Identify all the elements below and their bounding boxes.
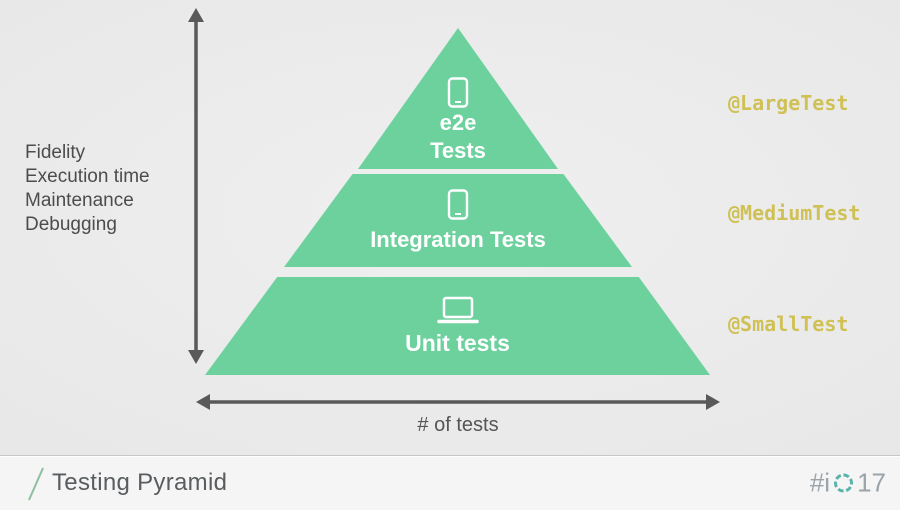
- annotation-medium-test: @MediumTest: [728, 201, 861, 225]
- test-count-axis-arrow: [196, 394, 720, 410]
- tier-label-line: Integration Tests: [370, 226, 546, 252]
- logo-prefix: #i: [809, 467, 831, 498]
- smartphone-icon: [447, 77, 469, 108]
- laptop-icon: [435, 296, 481, 325]
- fidelity-axis-arrow: [188, 8, 204, 364]
- pyramid-tier-integration: Integration Tests: [284, 174, 632, 267]
- axis-label-fidelity: Fidelity: [25, 142, 86, 163]
- logo-suffix: 17: [857, 467, 886, 498]
- io17-logo: #i 17: [810, 468, 886, 499]
- slash-icon: [28, 467, 44, 501]
- pyramid-tier-e2e: e2e Tests: [358, 28, 558, 169]
- axis-labels: Fidelity Execution time Maintenance Debu…: [25, 141, 150, 237]
- axis-label-debugging: Debugging: [25, 214, 117, 235]
- x-axis-label: # of tests: [417, 414, 499, 436]
- annotation-small-test: @SmallTest: [728, 312, 849, 336]
- slide-title: Testing Pyramid: [52, 469, 228, 496]
- footer-bar: Testing Pyramid #i 17: [0, 455, 900, 510]
- axis-label-maintenance: Maintenance: [25, 190, 134, 211]
- spinner-circle-icon: [834, 473, 854, 493]
- tier-label-line: Unit tests: [405, 329, 510, 356]
- tier-label-line: e2e: [439, 110, 477, 135]
- axis-label-execution-time: Execution time: [25, 166, 150, 187]
- smartphone-icon: [447, 188, 469, 220]
- pyramid-tier-unit: Unit tests: [205, 277, 710, 375]
- tier-label-line: Tests: [430, 138, 486, 163]
- annotation-large-test: @LargeTest: [728, 91, 849, 115]
